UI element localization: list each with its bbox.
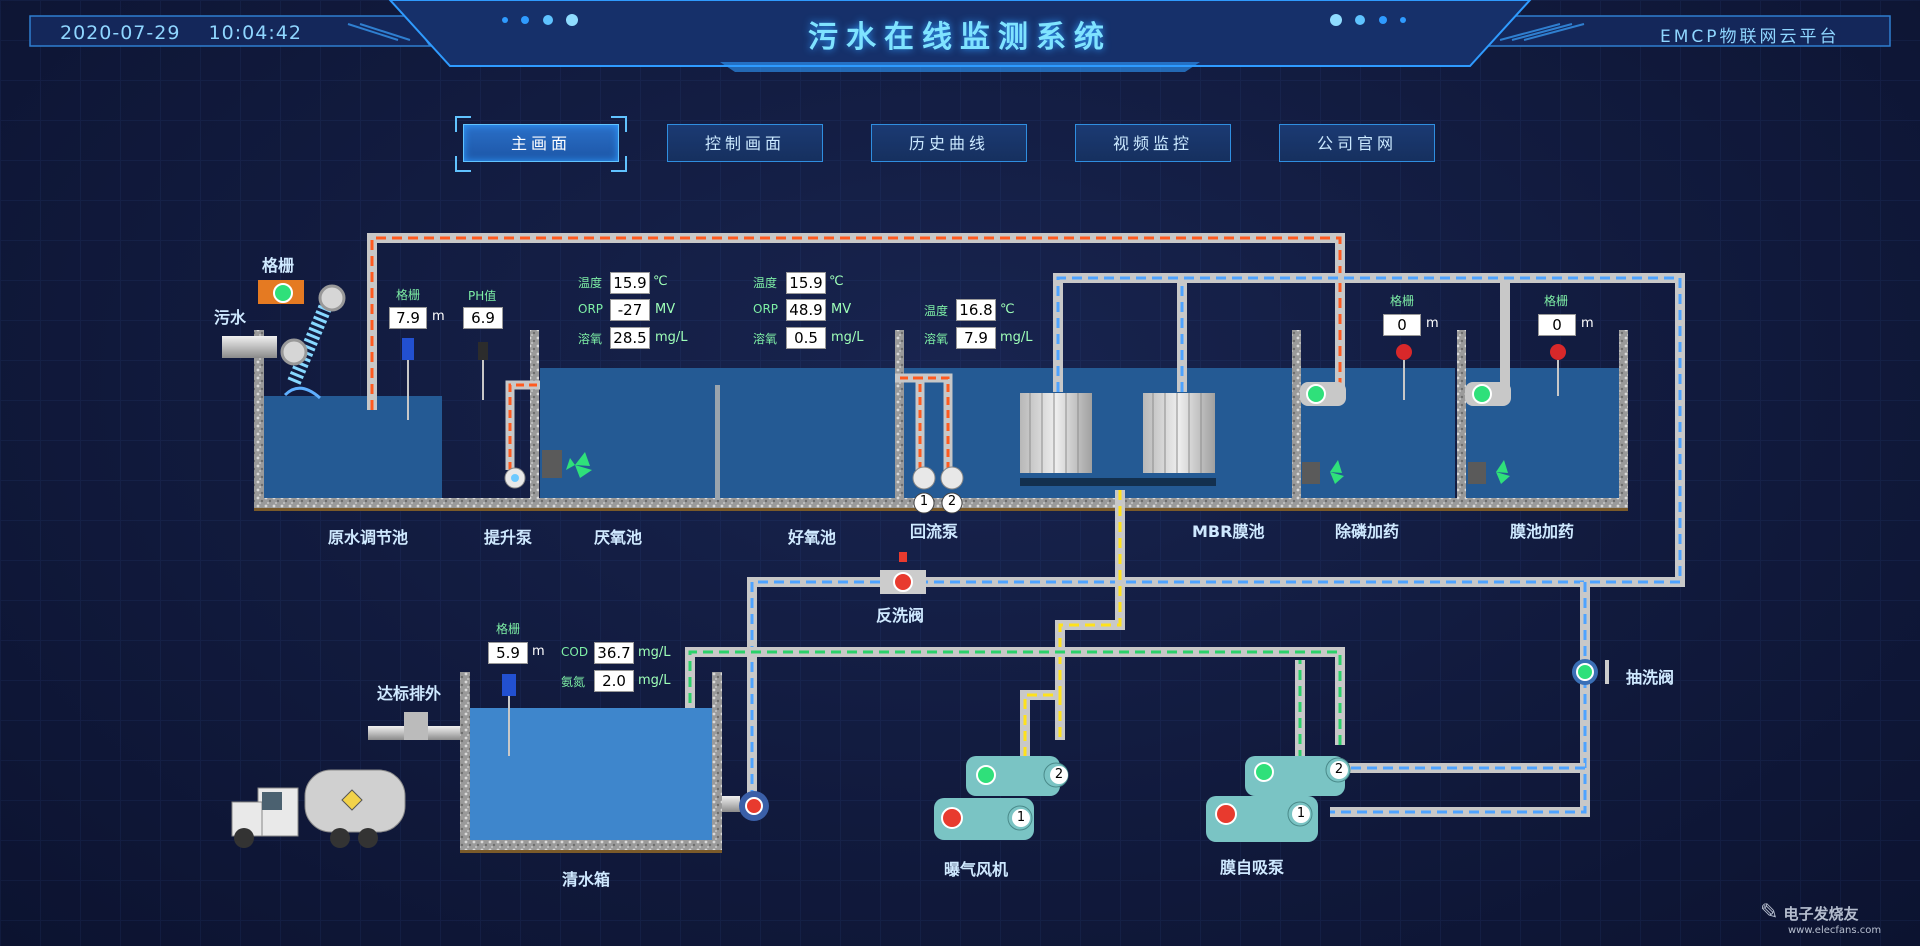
clear-tank-name: 清水箱 [562,870,611,889]
clear-tank-water [470,708,714,840]
clear-grille-unit: m [532,644,545,659]
ph-value: 6.9 [463,307,503,329]
phos-dosing-name: 除磷加药 [1335,522,1400,541]
ammonia-unit: mg/L [638,673,671,688]
nav-active-corner [455,116,471,132]
return-pump-name: 回流泵 [910,522,959,541]
nav-active-corner [455,156,471,172]
cod-label: COD [561,645,589,659]
anoxic-orp-value: -27 [610,299,650,321]
aerobic-temp-label: 温度 [753,276,778,290]
return-temp-value: 16.8 [956,299,996,321]
blower-name: 曝气风机 [944,860,1009,879]
cod-value: 36.7 [594,642,634,664]
platform-name: EMCP物联网云平台 [1660,27,1840,47]
pump-wash-valve-indicator [1576,663,1594,681]
clear-grille-label: 格栅 [496,622,521,636]
backwash-valve-name: 反洗阀 [876,606,925,625]
anoxic-do-label: 溶氧 [578,332,603,346]
backwash-valve-indicator [893,572,913,592]
mbr-tank-name: MBR膜池 [1192,522,1265,541]
anoxic-do-unit: mg/L [655,330,688,345]
raw-tank-water [262,396,442,499]
grille-status-indicator [273,283,293,303]
cod-unit: mg/L [638,645,671,660]
anoxic-tank-name: 厌氧池 [594,528,643,547]
return-do-value: 7.9 [956,327,996,349]
return-pump-2 [940,466,964,490]
phos-grille-unit: m [1426,316,1439,331]
return-temp-unit: ℃ [1000,302,1015,317]
mbr-membrane-module [1020,393,1092,473]
raw-tank-name: 原水调节池 [328,528,409,547]
pump-wash-valve-name: 抽洗阀 [1626,668,1675,687]
nav-company-site[interactable]: 公司官网 [1279,124,1435,162]
page-title: 污水在线监测系统 [808,20,1112,55]
anoxic-temp-value: 15.9 [610,272,650,294]
nav-video-monitor[interactable]: 视频监控 [1075,124,1231,162]
phos-grille-label: 格栅 [1390,294,1415,308]
lift-pump-name: 提升泵 [484,528,533,547]
anoxic-orp-unit: MV [655,302,676,317]
aerobic-temp-value: 15.9 [786,272,826,294]
suction-pump-1-number: 1 [1292,805,1310,823]
aerobic-do-label: 溶氧 [753,332,778,346]
watermark: ✎ 电子发烧友 www.elecfans.com [1760,900,1910,936]
aerobic-orp-unit: MV [831,302,852,317]
nav-active-corner [611,156,627,172]
ph-label: PH值 [468,289,497,303]
blower-1-number: 1 [1012,809,1030,827]
nav-history-curve[interactable]: 历史曲线 [871,124,1027,162]
return-pump-2-number: 2 [947,494,957,509]
return-do-label: 溶氧 [924,332,949,346]
truck-icon [231,769,406,848]
anoxic-temp-unit: ℃ [653,274,668,289]
aerobic-orp-label: ORP [753,302,779,316]
aerobic-tank-name: 好氧池 [788,528,837,547]
ammonia-value: 2.0 [594,670,634,692]
anoxic-do-value: 28.5 [610,327,650,349]
datetime-display: 2020-07-29 10:04:42 [60,22,302,44]
mixer-motor [542,450,562,478]
return-temp-label: 温度 [924,304,949,318]
ammonia-label: 氨氮 [561,675,586,689]
watermark-logo-icon: ✎ [1760,900,1779,925]
watermark-url: www.elecfans.com [1788,925,1882,936]
membrane-dosing-name: 膜池加药 [1510,522,1575,541]
dose-grille-unit: m [1581,316,1594,331]
aerobic-orp-value: 48.9 [786,299,826,321]
header-frame [29,0,1891,72]
aerobic-temp-unit: ℃ [829,274,844,289]
raw-grille-unit: m [432,309,445,324]
watermark-text: 电子发烧友 [1783,905,1859,923]
nav-main-screen[interactable]: 主画面 [463,124,619,162]
mbr-tank-water [904,368,1294,499]
phos-grille-value: 0 [1383,314,1421,336]
dose-grille-value: 0 [1538,314,1576,336]
sewage-label: 污水 [214,308,247,327]
return-pump-1-number: 1 [919,494,929,509]
discharge-label: 达标排外 [377,684,442,703]
aerobic-do-unit: mg/L [831,330,864,345]
raw-grille-label: 格栅 [396,288,421,302]
anoxic-temp-label: 温度 [578,276,603,290]
aerobic-do-value: 0.5 [786,327,826,349]
suction-pump-name: 膜自吸泵 [1220,858,1285,877]
dose-grille-label: 格栅 [1544,294,1569,308]
clear-grille-value: 5.9 [488,642,528,664]
nav-active-corner [611,116,627,132]
suction-pump-2-number: 2 [1330,761,1348,779]
return-do-unit: mg/L [1000,330,1033,345]
inlet-grille-label: 格栅 [262,256,295,275]
raw-grille-value: 7.9 [389,307,427,329]
blower-2-number: 2 [1050,766,1068,784]
return-pump-1 [912,466,936,490]
nav-control-screen[interactable]: 控制画面 [667,124,823,162]
anoxic-orp-label: ORP [578,302,604,316]
mbr-membrane-module [1143,393,1215,473]
